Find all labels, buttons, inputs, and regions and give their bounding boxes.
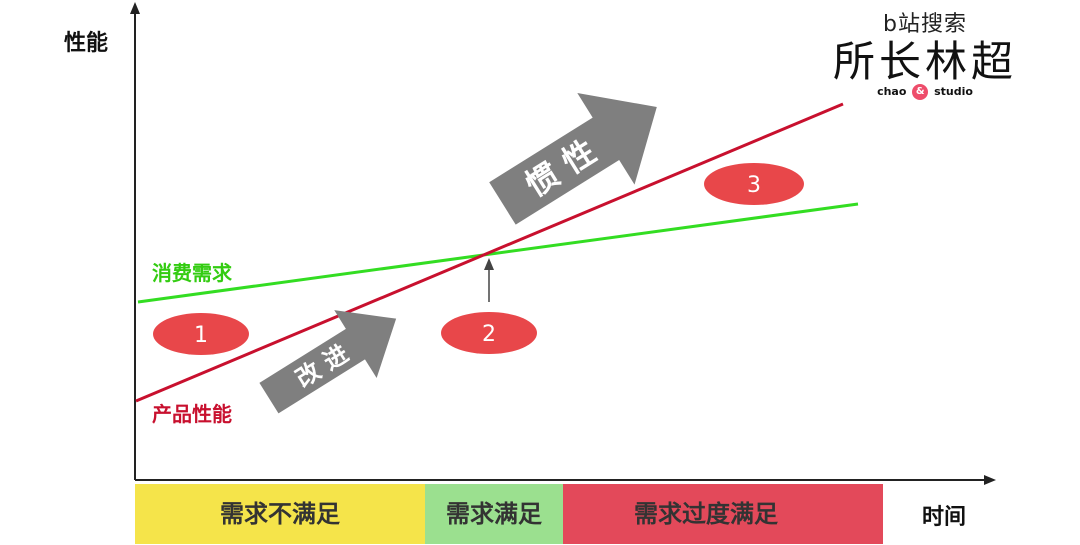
brand-watermark: b站搜索 所长林超 chao & studio (830, 6, 1020, 100)
zone-met (425, 484, 563, 544)
marker-2-label: 2 (482, 322, 496, 347)
marker-2: 2 (441, 312, 537, 354)
zone-over (563, 484, 883, 544)
demand-line (137, 202, 859, 304)
performance-line-label: 产品性能 (152, 402, 232, 426)
marker-3: 3 (704, 163, 804, 205)
y-axis-label: 性能 (64, 30, 108, 56)
brand-sub-left: chao (877, 85, 907, 98)
improve-arrow: 改 进 (259, 310, 397, 414)
demand-line-label: 消费需求 (152, 261, 233, 285)
zone-over-label: 需求过度满足 (634, 500, 778, 528)
brand-sub-right: studio (934, 85, 973, 98)
brand-sub-text: chao & studio (830, 84, 1020, 100)
zone-unmet-label: 需求不满足 (220, 500, 340, 528)
marker-1-label: 1 (194, 323, 208, 348)
zone-met-label: 需求满足 (446, 500, 542, 528)
marker-1: 1 (153, 313, 249, 355)
intersection-arrowhead (484, 258, 494, 270)
inertia-arrow: 惯 性 (489, 93, 657, 225)
y-axis-arrowhead (130, 2, 140, 14)
x-axis-arrowhead (984, 475, 996, 485)
marker-3-label: 3 (747, 173, 761, 198)
x-axis-label: 时间 (922, 505, 966, 530)
brand-top-text: b站搜索 (883, 12, 967, 37)
performance-line (135, 102, 844, 403)
brand-main-text: 所长林超 (832, 37, 1017, 86)
brand-amp-icon: & (912, 84, 929, 100)
zone-unmet (135, 484, 425, 544)
